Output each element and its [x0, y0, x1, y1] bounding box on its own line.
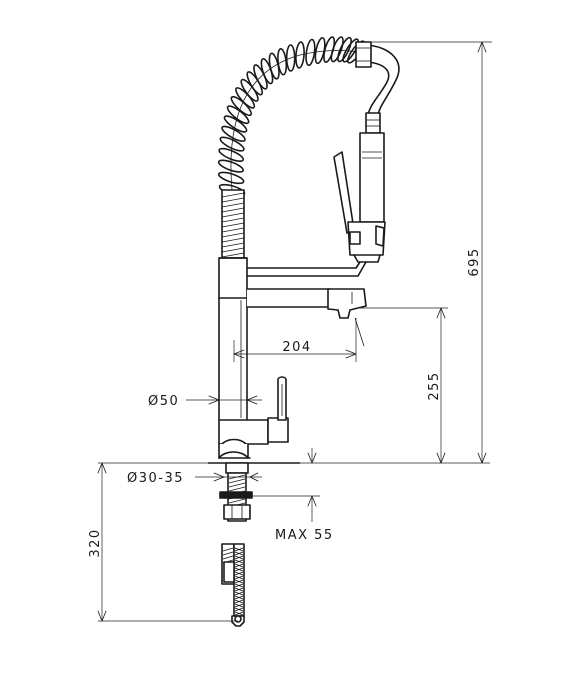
mixer-body: [218, 376, 289, 459]
thread-line: [221, 252, 245, 258]
hose-braid: [222, 551, 234, 556]
hose-braid: [222, 547, 234, 552]
hose-braid: [234, 563, 244, 568]
hose-braid: [234, 595, 244, 600]
dimension-max-thickness: MAX 55: [250, 448, 334, 543]
coil-loop: [217, 171, 245, 185]
thread-line: [221, 217, 245, 223]
hose-braid: [234, 599, 244, 604]
shank-hatch: [228, 486, 246, 492]
thread-line: [221, 232, 245, 238]
dimension-hole-diameter: Ø30-35: [127, 471, 262, 486]
spring-coil: [217, 36, 369, 197]
hose-braid: [234, 571, 244, 576]
shank-hatch: [228, 482, 246, 488]
thread-line: [221, 222, 245, 228]
main-body: [218, 257, 367, 421]
dimension-hose-length: 320: [88, 462, 238, 622]
hose-braid: [234, 575, 244, 580]
hose-braid: [234, 607, 244, 612]
mounting-shank: [219, 462, 253, 522]
coil-loop: [285, 44, 296, 72]
hose-braid: [234, 579, 244, 584]
thread-line: [221, 237, 245, 243]
hose-braid: [234, 559, 244, 564]
thread-line: [221, 202, 245, 208]
dimension-body-diameter: Ø50: [148, 394, 262, 409]
hose-braid: [234, 587, 244, 592]
shank-hatch: [228, 498, 246, 504]
spray-head: [333, 112, 386, 263]
spring-thread: [221, 189, 245, 259]
coil-loop: [330, 36, 344, 63]
thread-line: [221, 247, 245, 253]
coil-loop: [223, 115, 248, 133]
label-total-height: 695: [467, 247, 482, 276]
hose-braid: [222, 555, 234, 560]
label-hole-diameter: Ø30-35: [127, 471, 184, 486]
shank-hatch: [228, 478, 246, 484]
thread-line: [221, 192, 245, 198]
head-holder-arm: [245, 261, 367, 277]
dimension-spout-height: 255: [358, 307, 448, 464]
spray-hose: [355, 41, 400, 116]
coil-loop: [217, 159, 244, 173]
coil-loop: [337, 36, 352, 63]
label-spout-reach: 204: [282, 340, 311, 355]
coil-loop: [295, 41, 305, 69]
dimension-total-height: 695: [372, 41, 492, 464]
thread-line: [221, 227, 245, 233]
hose-braid: [234, 547, 244, 552]
label-body-diameter: Ø50: [148, 394, 179, 409]
label-spout-height: 255: [427, 371, 442, 400]
thread-line: [221, 207, 245, 213]
hose-braid: [234, 583, 244, 588]
coil-loop: [219, 136, 245, 152]
flexible-hoses: [221, 543, 245, 627]
dimension-spout-reach: 204: [233, 318, 357, 362]
thread-line: [221, 242, 245, 248]
hose-braid: [234, 611, 244, 616]
coil-loop: [221, 125, 246, 142]
hose-braid: [234, 591, 244, 596]
coil-loop: [218, 147, 245, 162]
label-hose-length: 320: [88, 528, 103, 557]
hose-braid: [234, 555, 244, 560]
hose-braid: [234, 567, 244, 572]
hose-braid: [234, 603, 244, 608]
thread-line: [221, 197, 245, 203]
hose-braid: [234, 551, 244, 556]
coil-loop: [342, 38, 360, 63]
coil-loop: [305, 38, 316, 67]
thread-line: [221, 212, 245, 218]
label-max-thickness: MAX 55: [275, 528, 334, 543]
